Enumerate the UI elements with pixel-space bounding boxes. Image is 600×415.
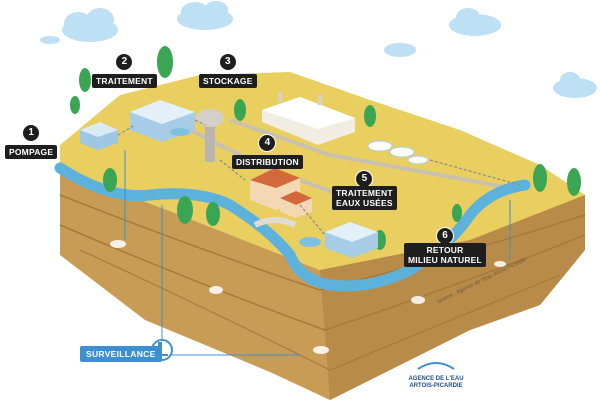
wastewater-plant	[299, 222, 378, 258]
river	[54, 162, 531, 292]
tree	[364, 105, 376, 127]
step-text: DISTRIBUTION	[232, 155, 303, 169]
trees	[70, 46, 581, 250]
tree	[533, 164, 547, 192]
cloud	[62, 8, 118, 42]
surveillance-label: SURVEILLANCE	[80, 346, 162, 362]
agency-logo: AGENCE DE L'EAU ARTOIS-PICARDIE	[396, 358, 476, 390]
tree	[177, 196, 193, 224]
step-3-label: 3 STOCKAGE	[199, 53, 257, 89]
step-text: TRAITEMENT EAUX USÉES	[332, 186, 397, 210]
groundwater-lines	[124, 150, 511, 356]
tree	[206, 202, 220, 226]
logo-line-1: AGENCE DE L'EAU	[408, 376, 464, 382]
tree	[234, 99, 246, 121]
logo-line-2: ARTOIS-PICARDIE	[409, 383, 463, 389]
step-text: RETOUR MILIEU NATUREL	[404, 243, 486, 267]
treatment-plant	[130, 100, 195, 142]
cloud	[177, 1, 233, 30]
step-text: TRAITEMENT	[92, 74, 157, 88]
tree	[567, 168, 581, 196]
town-houses	[250, 168, 312, 218]
basins	[367, 140, 429, 165]
flow-arrows	[117, 119, 521, 236]
step-4-label: 4 DISTRIBUTION	[232, 134, 303, 170]
step-number: 3	[218, 53, 237, 71]
step-text: POMPAGE	[5, 145, 58, 159]
step-number: 4	[258, 134, 277, 152]
factory	[262, 92, 355, 145]
tree	[70, 96, 80, 114]
water-tower	[196, 109, 224, 162]
tree	[79, 68, 91, 92]
step-number: 1	[22, 124, 41, 142]
step-text: STOCKAGE	[199, 74, 257, 88]
cloud	[384, 43, 416, 57]
tree	[157, 46, 173, 78]
cloud	[40, 36, 60, 44]
step-5-label: 5 TRAITEMENT EAUX USÉES	[332, 170, 397, 211]
step-number: 2	[115, 53, 134, 71]
bridge	[253, 217, 297, 228]
step-2-label: 2 TRAITEMENT	[92, 53, 157, 89]
cloud	[449, 8, 501, 36]
step-6-label: 6 RETOUR MILIEU NATUREL	[404, 227, 486, 268]
tree	[452, 204, 462, 222]
water-pocket	[110, 240, 506, 354]
cloud	[553, 72, 597, 98]
pumping-station	[80, 122, 118, 150]
step-1-label: 1 POMPAGE	[5, 124, 58, 160]
clouds	[40, 1, 597, 98]
tree	[103, 168, 117, 192]
water-drop-icon	[417, 362, 455, 370]
